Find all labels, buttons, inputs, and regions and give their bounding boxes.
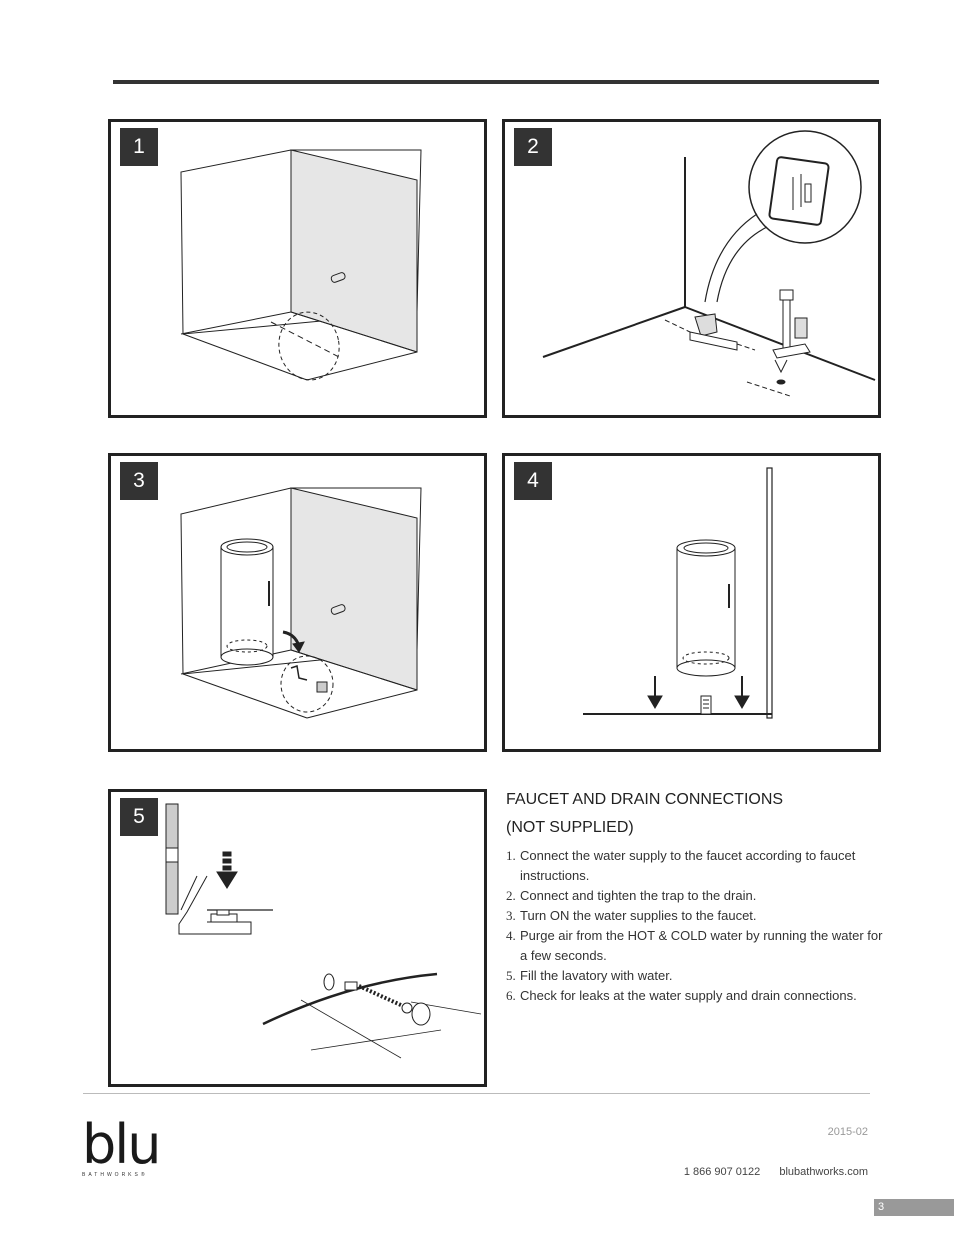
document-date: 2015-02	[827, 1126, 868, 1138]
step-1-panel: 1	[108, 119, 487, 418]
page-number: 3	[874, 1199, 954, 1216]
instruction-item: 5. Fill the lavatory with water.	[506, 966, 886, 986]
step-1-illustration	[180, 149, 422, 381]
instruction-item: 3. Turn ON the water supplies to the fauc…	[506, 906, 886, 926]
brand-logo: blu BATHWORKS®	[82, 1113, 162, 1179]
instruction-text: Connect the water supply to the faucet a…	[520, 848, 856, 883]
instructions-list: 1. Connect the water supply to the faucet…	[506, 846, 886, 1006]
footer-rule	[83, 1093, 870, 1094]
website-link[interactable]: blubathworks.com	[779, 1166, 868, 1178]
instruction-text: Check for leaks at the water supply and …	[520, 988, 857, 1003]
step-3-panel: 3	[108, 453, 487, 752]
step-3-badge: 3	[120, 462, 158, 500]
instruction-number: 2.	[506, 888, 516, 903]
instruction-item: 1. Connect the water supply to the faucet…	[506, 846, 886, 886]
instruction-text: Connect and tighten the trap to the drai…	[520, 888, 757, 903]
instruction-number: 6.	[506, 988, 516, 1003]
instructions-title: FAUCET AND DRAIN CONNECTIONS	[506, 791, 784, 808]
instruction-number: 1.	[506, 848, 516, 863]
logo-wordmark: blu	[82, 1113, 162, 1176]
instruction-text: Purge air from the HOT & COLD water by r…	[520, 928, 883, 963]
instructions-section: FAUCET AND DRAIN CONNECTIONS (NOT SUPPLI…	[506, 786, 886, 1006]
instruction-text: Turn ON the water supplies to the faucet…	[520, 908, 757, 923]
step-5-illustration	[165, 803, 482, 1059]
instruction-item: 2. Connect and tighten the trap to the dr…	[506, 886, 886, 906]
phone-number: 1 866 907 0122	[683, 1166, 761, 1178]
step-4-illustration	[583, 467, 773, 719]
step-2-panel: 2	[502, 119, 881, 418]
instructions-subtitle: (NOT SUPPLIED)	[506, 819, 634, 836]
instruction-number: 4.	[506, 928, 516, 943]
step-2-illustration	[542, 130, 876, 397]
step-5-badge: 5	[120, 798, 158, 836]
instruction-item: 4. Purge air from the HOT & COLD water by…	[506, 926, 886, 966]
step-5-panel: 5	[108, 789, 487, 1087]
instruction-number: 3.	[506, 908, 516, 923]
step-4-panel: 4	[502, 453, 881, 752]
step-3-illustration	[180, 487, 422, 719]
top-rule	[113, 80, 879, 84]
instruction-number: 5.	[506, 968, 516, 983]
step-4-badge: 4	[514, 462, 552, 500]
contact-info: 1 866 907 0122 blubathworks.com	[684, 1166, 868, 1178]
step-2-badge: 2	[514, 128, 552, 166]
logo-subtext: BATHWORKS®	[82, 1172, 148, 1178]
instruction-text: Fill the lavatory with water.	[520, 968, 673, 983]
instruction-item: 6. Check for leaks at the water supply an…	[506, 986, 886, 1006]
step-1-badge: 1	[120, 128, 158, 166]
